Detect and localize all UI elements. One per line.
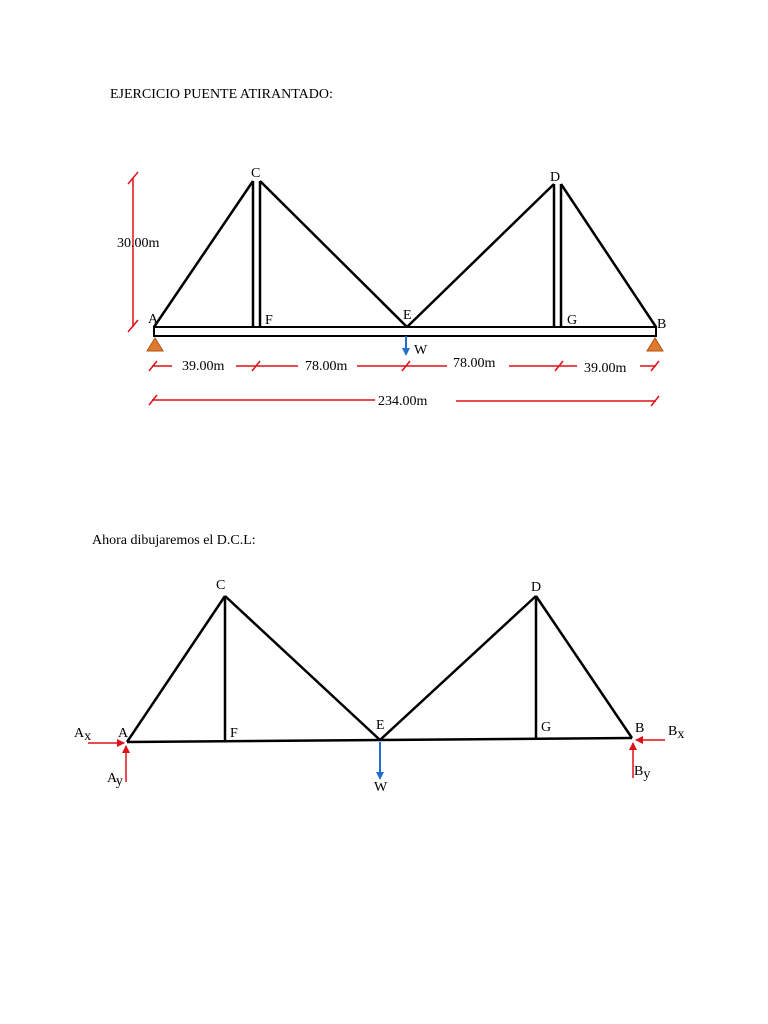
node-label-g: G <box>567 313 577 328</box>
reaction-by-label: By <box>634 764 650 782</box>
dcl-heading: Ahora dibujaremos el D.C.L: <box>92 533 256 548</box>
total-label: 234.00m <box>378 394 428 409</box>
fbd-node-label-d: D <box>531 580 541 595</box>
support-b <box>646 337 664 352</box>
fbd-node-label-f: F <box>230 726 238 741</box>
fbd-load-label: W <box>374 780 388 795</box>
fbd-node-label-g: G <box>541 720 551 735</box>
span-label-2: 78.00m <box>305 359 348 374</box>
height-label: 30.00m <box>117 236 160 251</box>
node-label-a: A <box>148 312 159 327</box>
reaction-ax-label: Ax <box>74 726 91 744</box>
node-label-f: F <box>265 313 273 328</box>
span-label-4: 39.00m <box>584 361 627 376</box>
node-label-e: E <box>403 308 412 323</box>
node-label-b: B <box>657 317 666 332</box>
node-label-d: D <box>550 170 560 185</box>
tower-d <box>552 184 563 327</box>
title-heading: EJERCICIO PUENTE ATIRANTADO: <box>110 87 333 102</box>
reaction-bx-label: Bx <box>668 724 684 742</box>
bridge-diagram: A C F E W D G B 30.00m 39.00m 78.00m <box>117 166 666 409</box>
fbd-node-label-e: E <box>376 718 385 733</box>
free-body-diagram: A C F E D G B W Ax Ay Bx By <box>74 578 684 795</box>
span-dimension <box>148 360 660 372</box>
height-dimension <box>127 171 139 333</box>
node-label-c: C <box>251 166 260 181</box>
stay-cables <box>152 180 658 328</box>
tower-c <box>251 181 262 327</box>
fbd-members <box>125 595 634 744</box>
deck-beam <box>153 326 657 337</box>
reaction-ay-label: Ay <box>107 771 123 789</box>
span-label-1: 39.00m <box>182 359 225 374</box>
support-a <box>146 337 164 352</box>
total-dimension <box>148 394 660 407</box>
fbd-node-label-a: A <box>118 726 129 741</box>
fbd-node-label-c: C <box>216 578 225 593</box>
fbd-node-label-b: B <box>635 721 644 736</box>
load-label: W <box>414 343 428 358</box>
span-label-3: 78.00m <box>453 356 496 371</box>
